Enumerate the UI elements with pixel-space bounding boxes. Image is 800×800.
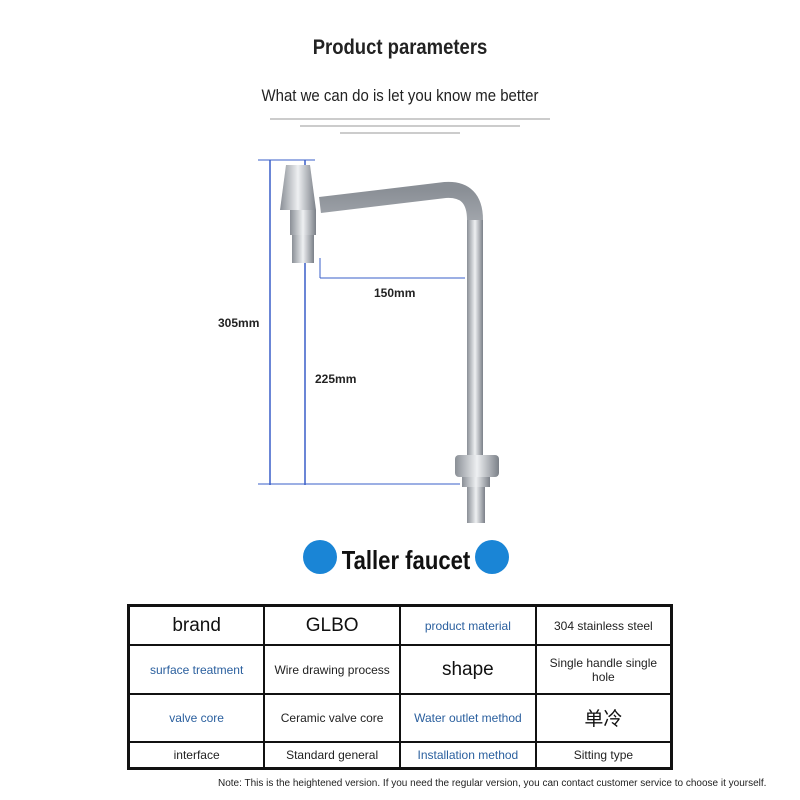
- spout-height-label: 225mm: [315, 372, 357, 386]
- banner: Taller faucet: [303, 540, 509, 576]
- table-cell: shape: [399, 644, 537, 696]
- dot-icon: [303, 540, 337, 574]
- banner-label: Taller faucet: [341, 545, 471, 575]
- table-cell: Ceramic valve core: [263, 693, 401, 743]
- table-cell: product material: [399, 604, 537, 647]
- fine-print-line: [270, 118, 550, 120]
- table-cell: surface treatment: [127, 644, 266, 696]
- fine-print-line: [340, 132, 460, 134]
- dot-icon: [475, 540, 509, 574]
- table-cell: interface: [127, 740, 266, 770]
- faucet-illustration: [258, 159, 499, 523]
- table-cell: Water outlet method: [399, 693, 537, 743]
- table-cell: Wire drawing process: [263, 644, 401, 696]
- table-cell: GLBO: [263, 604, 401, 647]
- reach-label: 150mm: [374, 286, 416, 300]
- table-cell: Sitting type: [534, 740, 673, 770]
- fine-print-line: [300, 125, 520, 127]
- handle: [280, 165, 316, 210]
- note: Note: This is the heightened version. If…: [218, 778, 767, 789]
- table-cell: Single handle single hole: [534, 644, 673, 696]
- table-cell: Standard general: [263, 740, 401, 770]
- table-cell: Installation method: [399, 740, 537, 770]
- table-cell: valve core: [127, 693, 266, 743]
- table-cell: brand: [127, 604, 266, 647]
- table-cell: 单冷: [534, 693, 673, 743]
- page-subtitle: What we can do is let you know me better: [261, 86, 539, 105]
- table-cell: 304 stainless steel: [534, 604, 673, 647]
- total-height-label: 305mm: [218, 316, 260, 330]
- page-title: Product parameters: [312, 36, 488, 59]
